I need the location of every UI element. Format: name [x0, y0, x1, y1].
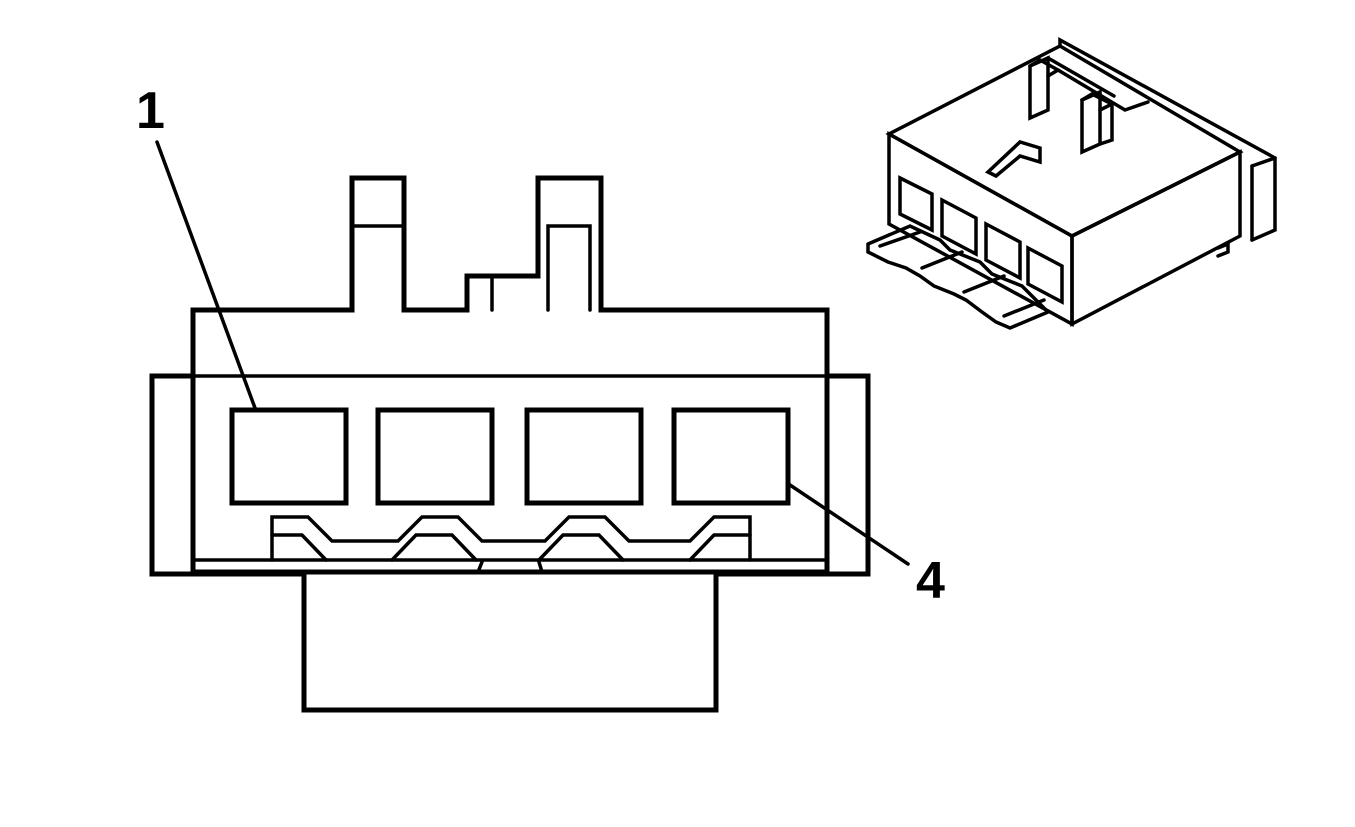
locking-tab-right	[464, 175, 604, 313]
iso-cavity-3	[984, 221, 1022, 281]
iso-cavity-4	[1026, 245, 1064, 305]
callout-label-4: 4	[916, 552, 945, 610]
locking-tab-left	[349, 175, 407, 313]
terminal-cavity-2	[375, 407, 495, 506]
connector-rear-body	[301, 571, 719, 713]
terminal-cavity-4	[671, 407, 791, 506]
connector-front-view	[149, 175, 871, 713]
callout-4: 4	[788, 483, 945, 610]
iso-cavity-1	[898, 175, 934, 233]
callout-1: 1	[136, 82, 257, 410]
iso-post-right	[1056, 68, 1150, 155]
terminal-cavity-1	[229, 407, 349, 506]
iso-post-left	[1028, 55, 1116, 121]
connector-housing	[149, 307, 871, 577]
callout-label-1: 1	[136, 82, 165, 140]
iso-cavity-2	[940, 197, 978, 257]
terminal-cavity-3	[524, 407, 644, 506]
terminal-retainer	[270, 515, 752, 574]
connector-isometric-view	[866, 37, 1277, 330]
